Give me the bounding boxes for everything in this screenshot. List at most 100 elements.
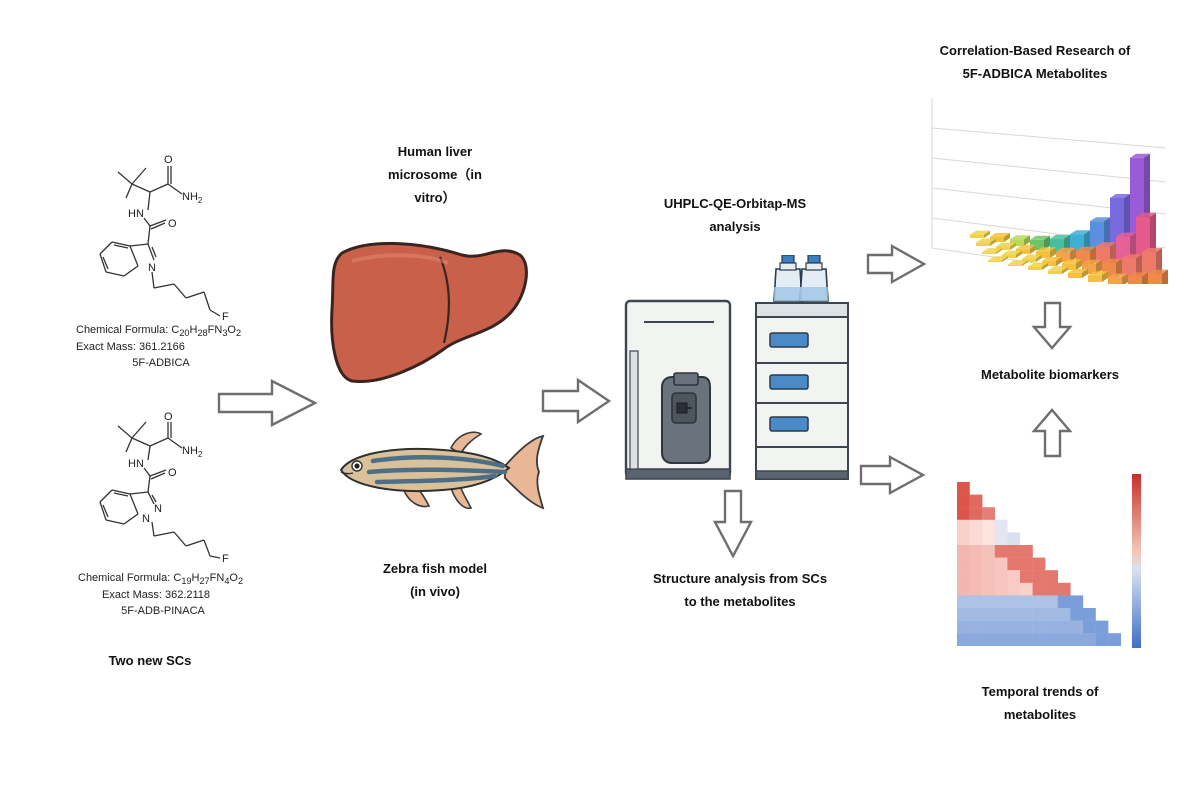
heatmap-cell [957, 620, 970, 634]
heatmap-cell [1032, 608, 1046, 621]
heatmap-cell [1095, 620, 1109, 634]
heatmap-cell [1032, 570, 1046, 583]
heatmap-cell [994, 570, 1008, 583]
heatmap-cell [957, 633, 970, 646]
heatmap-cell [957, 545, 970, 558]
atom-label: HN [128, 458, 144, 470]
arrow-down-icon [713, 489, 753, 559]
heatmap-cell [1007, 557, 1021, 571]
heatmap-cell [982, 532, 995, 546]
bar-3d [1048, 266, 1068, 274]
arrow-right-icon [859, 454, 926, 496]
exact-mass: Exact Mass: 361.2166 [76, 341, 185, 354]
bar-3d [1016, 244, 1036, 254]
compound-name: 5F-ADB-PINACA [121, 605, 205, 618]
atom-label: N [154, 503, 162, 515]
heatmap-cell [1032, 582, 1046, 596]
heatmap-cell [969, 620, 983, 634]
bar-3d [990, 232, 1010, 242]
heatmap-cell [957, 595, 970, 609]
heatmap-cell [969, 494, 983, 508]
heatmap-cell [1007, 545, 1021, 558]
atom-label: N [142, 513, 150, 525]
5f-adbica-info: Chemical Formula: C20H28FN3O2 Exact Mass… [76, 323, 276, 372]
heatmap-cell [1083, 620, 1096, 634]
heatmap-cell [1057, 633, 1071, 646]
liver-label: Human liver microsome（in vitro） [388, 144, 482, 205]
heatmap-cell [1007, 633, 1021, 646]
solvent-bottles-icon [773, 255, 829, 302]
heatmap-cell [1007, 620, 1021, 634]
correlation-label: Correlation-Based Research of 5F-ADBICA … [939, 43, 1131, 81]
heatmap-cell [1045, 570, 1058, 583]
heatmap-cell [994, 519, 1008, 533]
heatmap-cell [969, 608, 983, 621]
heatmap-cell [1045, 633, 1058, 646]
arrow-right-icon [541, 377, 612, 425]
exact-mass: Exact Mass: 362.2118 [102, 589, 211, 602]
heatmap-cell [1070, 633, 1084, 646]
heatmap-cell [957, 557, 970, 571]
heatmap-cell [1020, 582, 1033, 596]
heatmap-cell [994, 620, 1008, 634]
heatmap-cell [982, 519, 995, 533]
heatmap-cell [1083, 608, 1096, 621]
5f-adb-pinaca-structure: O NH2 HN O N N F [99, 412, 229, 565]
heatmap-cell [1070, 595, 1084, 609]
atom-label: N [148, 262, 156, 274]
hplc-stack-icon [755, 302, 849, 480]
temporal-heatmap [957, 474, 1141, 648]
heatmap-cell [1020, 570, 1033, 583]
bar-3d [1042, 256, 1062, 266]
zebra-fish-icon [339, 431, 545, 510]
heatmap-cell [969, 545, 983, 558]
heatmap-cell [1045, 582, 1058, 596]
bar-3d [1030, 235, 1050, 250]
bar-3d [970, 230, 990, 238]
heatmap-cell [969, 582, 983, 596]
bar-3d [996, 242, 1016, 250]
bar-3d [982, 248, 1002, 254]
atom-label: NH2 [182, 445, 203, 459]
heatmap-cell [1032, 557, 1046, 571]
color-scale-bar [1132, 474, 1141, 648]
bar-3d [1002, 250, 1022, 258]
heatmap-cell [994, 608, 1008, 621]
heatmap-cell [1083, 633, 1096, 646]
arrow-right-icon [866, 243, 927, 285]
heatmap-cell [1007, 595, 1021, 609]
atom-label: F [222, 311, 229, 323]
bar-3d [1128, 272, 1148, 284]
atom-label: O [164, 154, 173, 166]
heatmap-cell [982, 633, 995, 646]
heatmap-cell [982, 608, 995, 621]
heatmap-cell [982, 620, 995, 634]
bar-3d [988, 256, 1008, 262]
bar-3d [1022, 254, 1042, 262]
heatmap-cell [969, 519, 983, 533]
heatmap-cell [1057, 595, 1071, 609]
arrow-down-icon [1031, 301, 1073, 350]
heatmap-cell [957, 494, 970, 508]
heatmap-cell [969, 633, 983, 646]
5f-adb-pinaca-info: Chemical Formula: C19H27FN4O2 Exact Mass… [78, 571, 278, 620]
heatmap-cell [957, 608, 970, 621]
heatmap-cell [1070, 620, 1084, 634]
heatmap-cell [1020, 557, 1033, 571]
chemical-formula: Chemical Formula: C20H28FN3O2 [76, 324, 242, 339]
heatmap-cell [982, 557, 995, 571]
bar-3d [1008, 260, 1028, 266]
bar-3d [1108, 273, 1128, 284]
heatmap-cell [1108, 633, 1121, 646]
heatmap-cell [982, 595, 995, 609]
heatmap-cell [1045, 595, 1058, 609]
correlation-3d-bar-chart [931, 98, 1168, 284]
heatmap-cell [969, 557, 983, 571]
bar-3d [1082, 259, 1102, 274]
bar-3d [1010, 235, 1030, 246]
heatmap-cell [1057, 582, 1071, 596]
structure-analysis-label: Structure analysis from SCs to the metab… [652, 571, 828, 609]
heatmap-cell [1007, 608, 1021, 621]
zebra-fish-label: Zebra fish model (in vivo) [382, 561, 488, 599]
